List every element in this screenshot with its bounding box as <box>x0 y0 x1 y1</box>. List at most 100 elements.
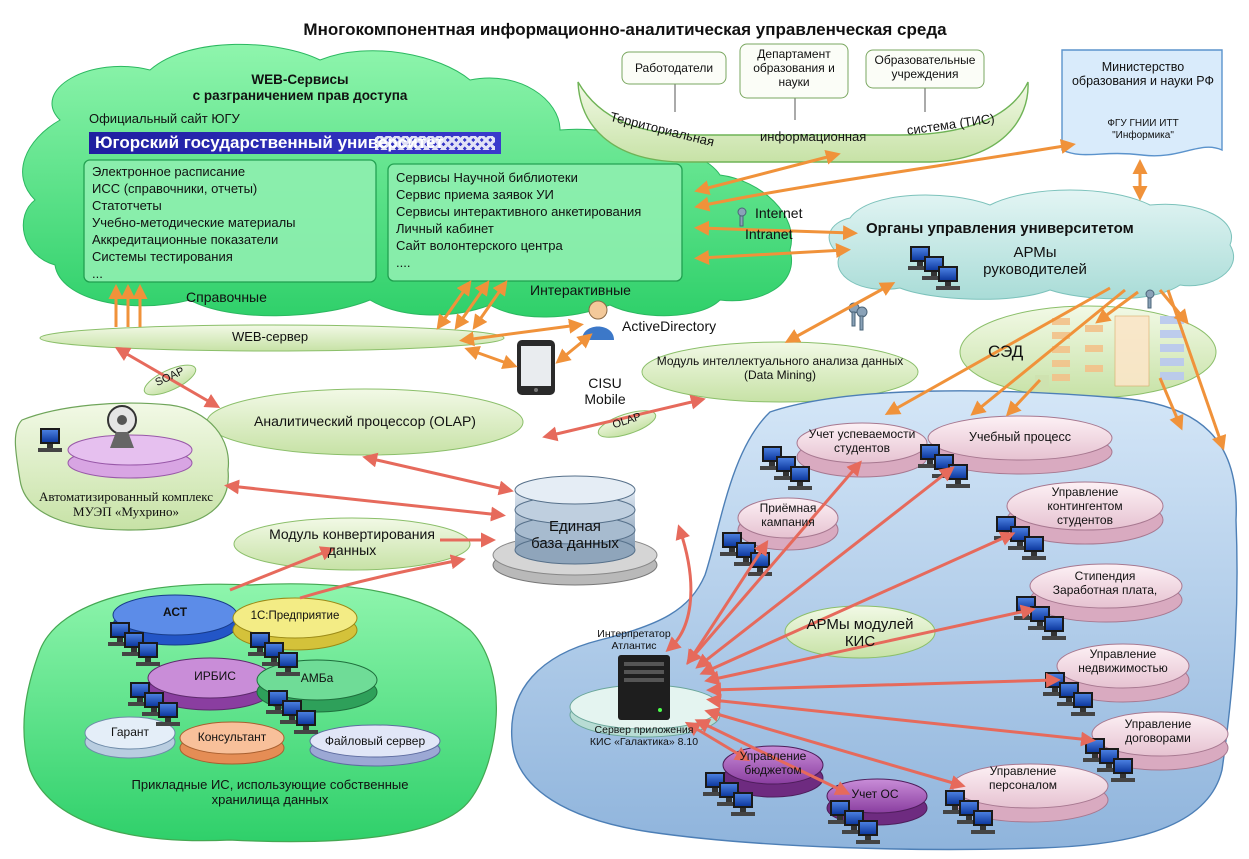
reference-services-box <box>83 159 377 283</box>
tis-employers: Работодатели <box>634 61 714 75</box>
arrow <box>684 721 751 762</box>
tis-institutions: Образовательные учреждения <box>874 53 976 81</box>
kis-personnel-label: Управление персоналом <box>988 764 1057 792</box>
database-icon <box>492 475 658 586</box>
kis-arm-modules-label: АРМы модулей КИС <box>806 616 914 651</box>
sed-label: СЭД <box>988 342 1024 361</box>
list-item: ... <box>92 266 103 281</box>
active-directory-label: ActiveDirectory <box>622 318 717 334</box>
tis-box-institutions <box>865 49 985 89</box>
arrow <box>706 672 1061 698</box>
sed-flowchart <box>1035 315 1184 393</box>
arrow <box>224 479 506 522</box>
interactive-services-box <box>387 163 683 282</box>
intranet-label: Intranet <box>745 226 793 242</box>
server-icon <box>618 655 670 720</box>
web-server-label: WEB-сервер <box>231 329 309 344</box>
list-item[interactable]: Учебно-методические материалы <box>92 215 296 230</box>
applied-caption: Прикладные ИС, использующие собственные … <box>131 777 409 807</box>
list-item[interactable]: Сайт волонтерского центра <box>396 238 563 253</box>
amba-label: АМБа <box>300 671 334 685</box>
arrow <box>704 604 1036 686</box>
arrow <box>784 282 896 343</box>
list-item: .... <box>396 255 411 270</box>
web-services-title: WEB-Сервисы с разграничением прав доступ… <box>160 72 440 103</box>
kis-progress-label: Учет успеваемости студентов <box>808 427 916 455</box>
kis-study-label: Учебный процесс <box>969 430 1071 444</box>
kis-contingent-label: Управление контингентом студентов <box>1047 485 1123 527</box>
list-item[interactable]: Личный кабинет <box>396 221 494 236</box>
ministry-box <box>1061 49 1223 157</box>
converter-label: Модуль конвертирования данных <box>269 526 435 559</box>
consultant-label: Консультант <box>197 730 267 744</box>
reference-services-list: Электронное расписание ИСС (справочники,… <box>92 163 296 282</box>
site-banner[interactable]: Югорский государственный университет <box>89 132 501 154</box>
kis-contracts-label: Управление договорами <box>1124 717 1192 745</box>
list-item[interactable]: Сервисы интерактивного анкетирования <box>396 204 642 219</box>
kis-fixed-assets-label: Учет ОС <box>851 787 899 801</box>
list-item[interactable]: Аккредитационные показатели <box>92 232 279 247</box>
arrow <box>464 345 518 370</box>
garant-label: Гарант <box>111 725 149 739</box>
arrow <box>114 346 221 409</box>
ministry-informika: ФГУ ГНИИ ИТТ "Информика" <box>1107 118 1179 141</box>
interactive-services-list: Сервисы Научной библиотеки Сервис приема… <box>396 169 641 271</box>
arrow <box>884 286 1111 415</box>
list-item[interactable]: Электронное расписание <box>92 164 246 179</box>
kis-stipend-label: Стипендия Заработная плата, <box>1052 569 1158 597</box>
ornament-icon <box>375 136 495 150</box>
list-item[interactable]: ИСС (справочники, отчеты) <box>92 181 258 196</box>
web-services-title-line2: с разграничением прав доступа <box>192 87 408 103</box>
arrow <box>542 394 706 442</box>
governance-title: Органы управления университетом <box>866 220 1134 237</box>
page-title: Многокомпонентная информационно-аналитич… <box>303 20 947 39</box>
tis-word-information: информационная <box>760 129 867 144</box>
arrow <box>1158 377 1184 431</box>
mobile-phone-icon <box>517 340 555 395</box>
arrow <box>1095 290 1139 324</box>
satellite-dish-icon <box>107 405 137 448</box>
site-banner-text: Югорский государственный университет <box>95 133 444 152</box>
database-label: Единая база данных <box>525 518 625 552</box>
internet-label: Internet <box>755 205 803 221</box>
list-item[interactable]: Сервисы Научной библиотеки <box>396 170 578 185</box>
list-item[interactable]: Статотчеты <box>92 198 162 213</box>
interactive-caption: Интерактивные <box>530 282 631 298</box>
arrow <box>299 554 466 600</box>
arrow <box>1005 378 1042 417</box>
kis-realty-label: Управление недвижимостью <box>1078 647 1168 675</box>
database-label-line2: база данных <box>531 535 619 552</box>
onec-label: 1С:Предприятие <box>250 610 340 622</box>
kis-admission-label: Приёмная кампания <box>759 501 817 529</box>
kis-interpreter-label: Интерпретатор Атлантис <box>597 628 671 653</box>
web-services-title-line1: WEB-Сервисы <box>251 72 349 87</box>
arrow <box>694 243 851 265</box>
ast-label: АСТ <box>162 605 188 619</box>
arrow <box>362 452 514 496</box>
kis-server-label: Сервер приложения КИС «Галактика» 8.10 <box>589 724 699 749</box>
computer-icon <box>38 428 62 452</box>
list-item[interactable]: Системы тестирования <box>92 249 233 264</box>
olap-processor-label: Аналитический процессор (OLAP) <box>254 413 476 429</box>
official-site-label: Официальный сайт ЮГУ <box>89 111 240 126</box>
kis-budget-label: Управление бюджетом <box>739 749 807 777</box>
irbis-label: ИРБИС <box>194 669 236 683</box>
fileserver-label: Файловый сервер <box>324 734 426 748</box>
list-item[interactable]: Сервис приема заявок УИ <box>396 187 554 202</box>
governance-arm: АРМы руководителей <box>983 244 1087 279</box>
tis-box-employers <box>621 51 727 85</box>
data-mining-ellipse <box>641 341 919 403</box>
ministry-title: Министерство образования и науки РФ <box>1071 60 1215 89</box>
mobile-label: CISU Mobile <box>584 375 626 408</box>
mukhrino-label: Автоматизированный комплекс МУЭП «Мухрин… <box>39 489 213 519</box>
data-mining-label: Модуль интеллектуального анализа данных … <box>656 354 904 382</box>
tis-department: Департамент образования и науки <box>753 47 835 89</box>
arrow <box>229 546 336 592</box>
tis-box-department <box>739 43 849 99</box>
arrow <box>1166 289 1227 451</box>
reference-caption: Справочные <box>186 289 267 305</box>
arrow <box>555 333 593 364</box>
database-label-line1: Единая <box>549 518 601 535</box>
arrow <box>459 318 584 347</box>
